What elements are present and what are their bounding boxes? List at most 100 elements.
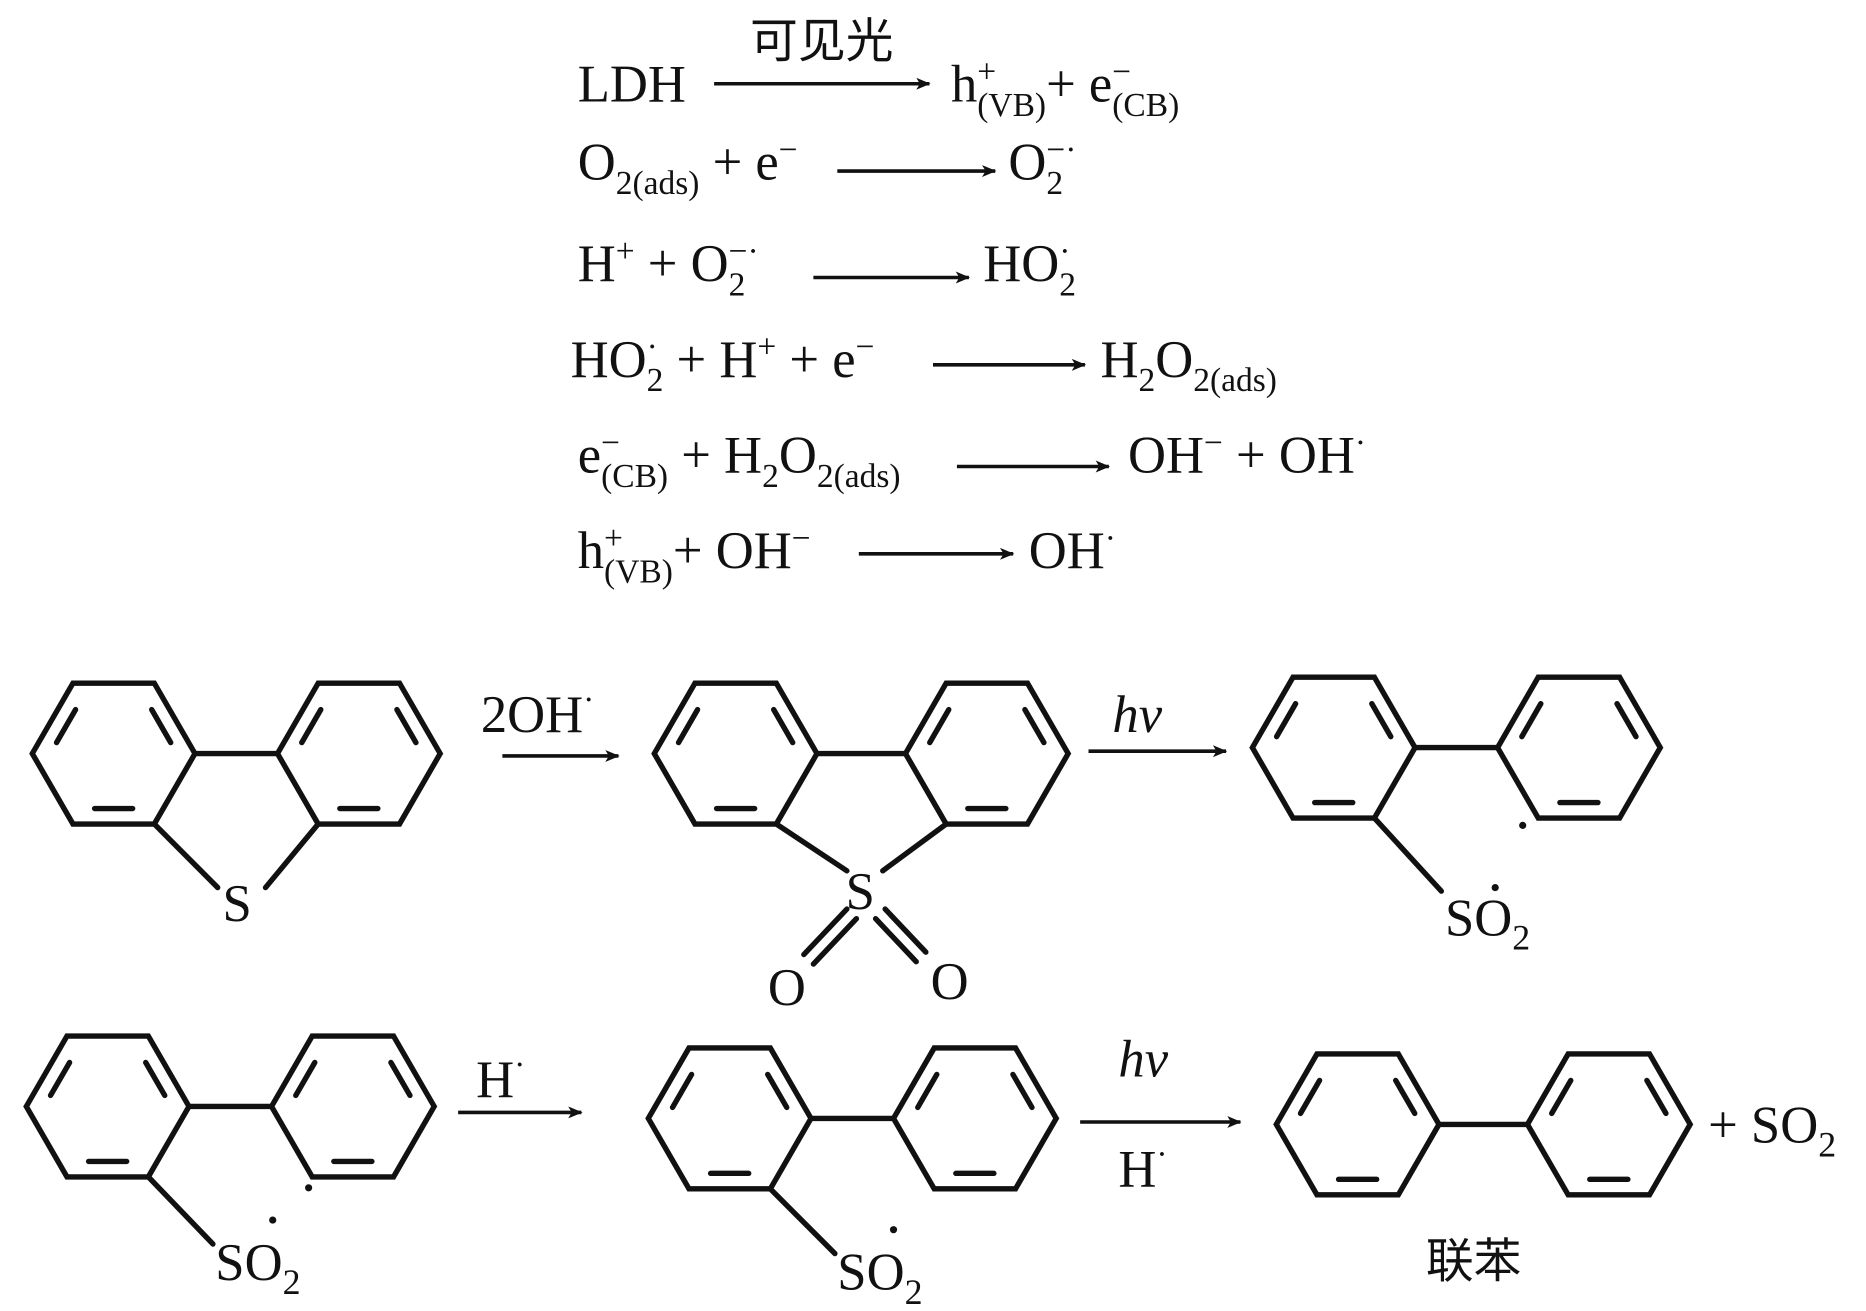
superscript: · <box>647 329 658 366</box>
equation-term: OH <box>1029 522 1105 580</box>
benzene-ring <box>23 1033 193 1180</box>
equation-1: LDH 可见光 h+(VB)+ e−(CB) <box>578 14 1180 124</box>
bond <box>151 821 221 891</box>
equation-side: e−(CB) + H2O2(ads) <box>578 424 901 494</box>
sulfur-atom: S <box>222 875 251 933</box>
oxygen-atom: O <box>768 959 806 1017</box>
bond <box>1371 815 1445 894</box>
benzene-ring <box>890 1045 1060 1192</box>
subscript: 2 <box>1059 266 1076 303</box>
radical-dot <box>1519 821 1527 829</box>
equation-term: O <box>779 426 817 484</box>
bond <box>262 821 321 891</box>
equation-side: h+(VB)+ e−(CB) <box>951 54 1179 124</box>
bond <box>145 1174 216 1247</box>
equation-term: O <box>578 133 616 191</box>
equation-side: H2O2(ads) <box>1100 331 1276 399</box>
arrow-label-h: H· <box>1118 1136 1167 1199</box>
equation-term: + OH <box>673 522 792 580</box>
equation-6: h+(VB)+ OH− OH· <box>578 520 1116 590</box>
arrow-label-h: H· <box>476 1046 525 1109</box>
equation-side: h+(VB)+ OH− <box>578 520 811 590</box>
equation-term: + O <box>635 235 729 293</box>
equation-term: OH <box>1128 426 1204 484</box>
subscript: (VB) <box>604 554 673 591</box>
arrow-label-2oh: 2OH· <box>481 682 594 745</box>
equation-side: O−·2 <box>1008 131 1076 201</box>
bond <box>810 915 860 967</box>
equation-side: H+ + O−·2 <box>578 233 759 303</box>
equation-term: H <box>578 235 616 293</box>
oxygen-atom: O <box>931 953 969 1011</box>
superscript: −· <box>729 233 759 270</box>
equation-side: O2(ads) + e− <box>578 131 798 201</box>
product-name-biphenyl: 联苯 <box>1426 1234 1522 1289</box>
equation-4: HO·2 + H+ + e−H2O2(ads) <box>571 329 1277 399</box>
arrow-label-hv: hv <box>1118 1031 1168 1089</box>
equation-term: + OH <box>1223 426 1355 484</box>
benzene-ring <box>29 680 199 827</box>
equation-term: + e <box>776 331 855 389</box>
superscript: + <box>616 233 635 270</box>
subscript: (CB) <box>1112 87 1179 124</box>
benzene-ring <box>1494 674 1664 821</box>
superscript: −· <box>1046 131 1076 168</box>
equation-term: LDH <box>578 56 686 114</box>
equation-term: h <box>578 522 604 580</box>
subscript: 2 <box>1046 165 1063 202</box>
equation-term: O <box>1155 331 1193 389</box>
subscript: 2 <box>1138 362 1155 399</box>
radical-dot <box>889 1226 898 1234</box>
equation-side: HO·2 + H+ + e− <box>571 329 875 399</box>
benzene-ring <box>645 1045 815 1192</box>
equation-side: OH− + OH· <box>1128 424 1366 484</box>
arrow-condition-label: 可见光 <box>750 14 893 69</box>
bond <box>801 906 850 958</box>
benzene-ring <box>1524 1051 1694 1198</box>
equation-term: e <box>578 426 601 484</box>
superscript: + <box>604 520 623 557</box>
so2-radical-label: SO2 <box>837 1243 922 1311</box>
bond <box>872 915 919 965</box>
superscript: − <box>779 131 798 168</box>
subscript: (CB) <box>601 458 668 495</box>
byproduct-so2: + SO2 <box>1708 1096 1836 1164</box>
scheme-arrows <box>458 745 1242 1128</box>
benzene-ring <box>1249 674 1419 821</box>
sulfur-atom: S <box>846 863 875 921</box>
benzene-ring <box>651 680 821 827</box>
equation-side: LDH <box>578 56 686 114</box>
equation-term: h <box>951 56 977 114</box>
radical-dot <box>269 1216 277 1224</box>
superscript: − <box>792 520 811 557</box>
subscript: 2(ads) <box>817 458 901 495</box>
superscript: − <box>1112 54 1131 91</box>
equation-term: + H <box>668 426 762 484</box>
bond <box>882 906 929 955</box>
superscript: · <box>1105 520 1116 557</box>
superscript: − <box>601 424 620 461</box>
arrow-label-hv: hv <box>1112 686 1162 744</box>
so2-radical-label: SO2 <box>1445 889 1530 957</box>
superscript: − <box>1204 424 1223 461</box>
equation-term: HO <box>983 235 1059 293</box>
molecules <box>23 674 1694 1257</box>
scheme-labels: S S O O 2OH· hv SO2 SO2 H· SO2 hv H· + S… <box>215 682 1836 1311</box>
equation-term: HO <box>571 331 647 389</box>
radical-dot <box>305 1184 313 1192</box>
superscript: + <box>757 329 776 366</box>
equation-term: H <box>1100 331 1138 389</box>
superscript: · <box>1355 424 1366 461</box>
equation-term: + H <box>663 331 757 389</box>
so2-radical-label: SO2 <box>215 1234 300 1302</box>
equation-term: + e <box>699 133 778 191</box>
benzene-ring <box>268 1033 438 1180</box>
equation-term: O <box>1008 133 1046 191</box>
radical-dot <box>1491 883 1499 892</box>
superscript: − <box>856 329 875 366</box>
subscript: 2(ads) <box>616 165 700 202</box>
equation-term: + e <box>1046 56 1112 114</box>
